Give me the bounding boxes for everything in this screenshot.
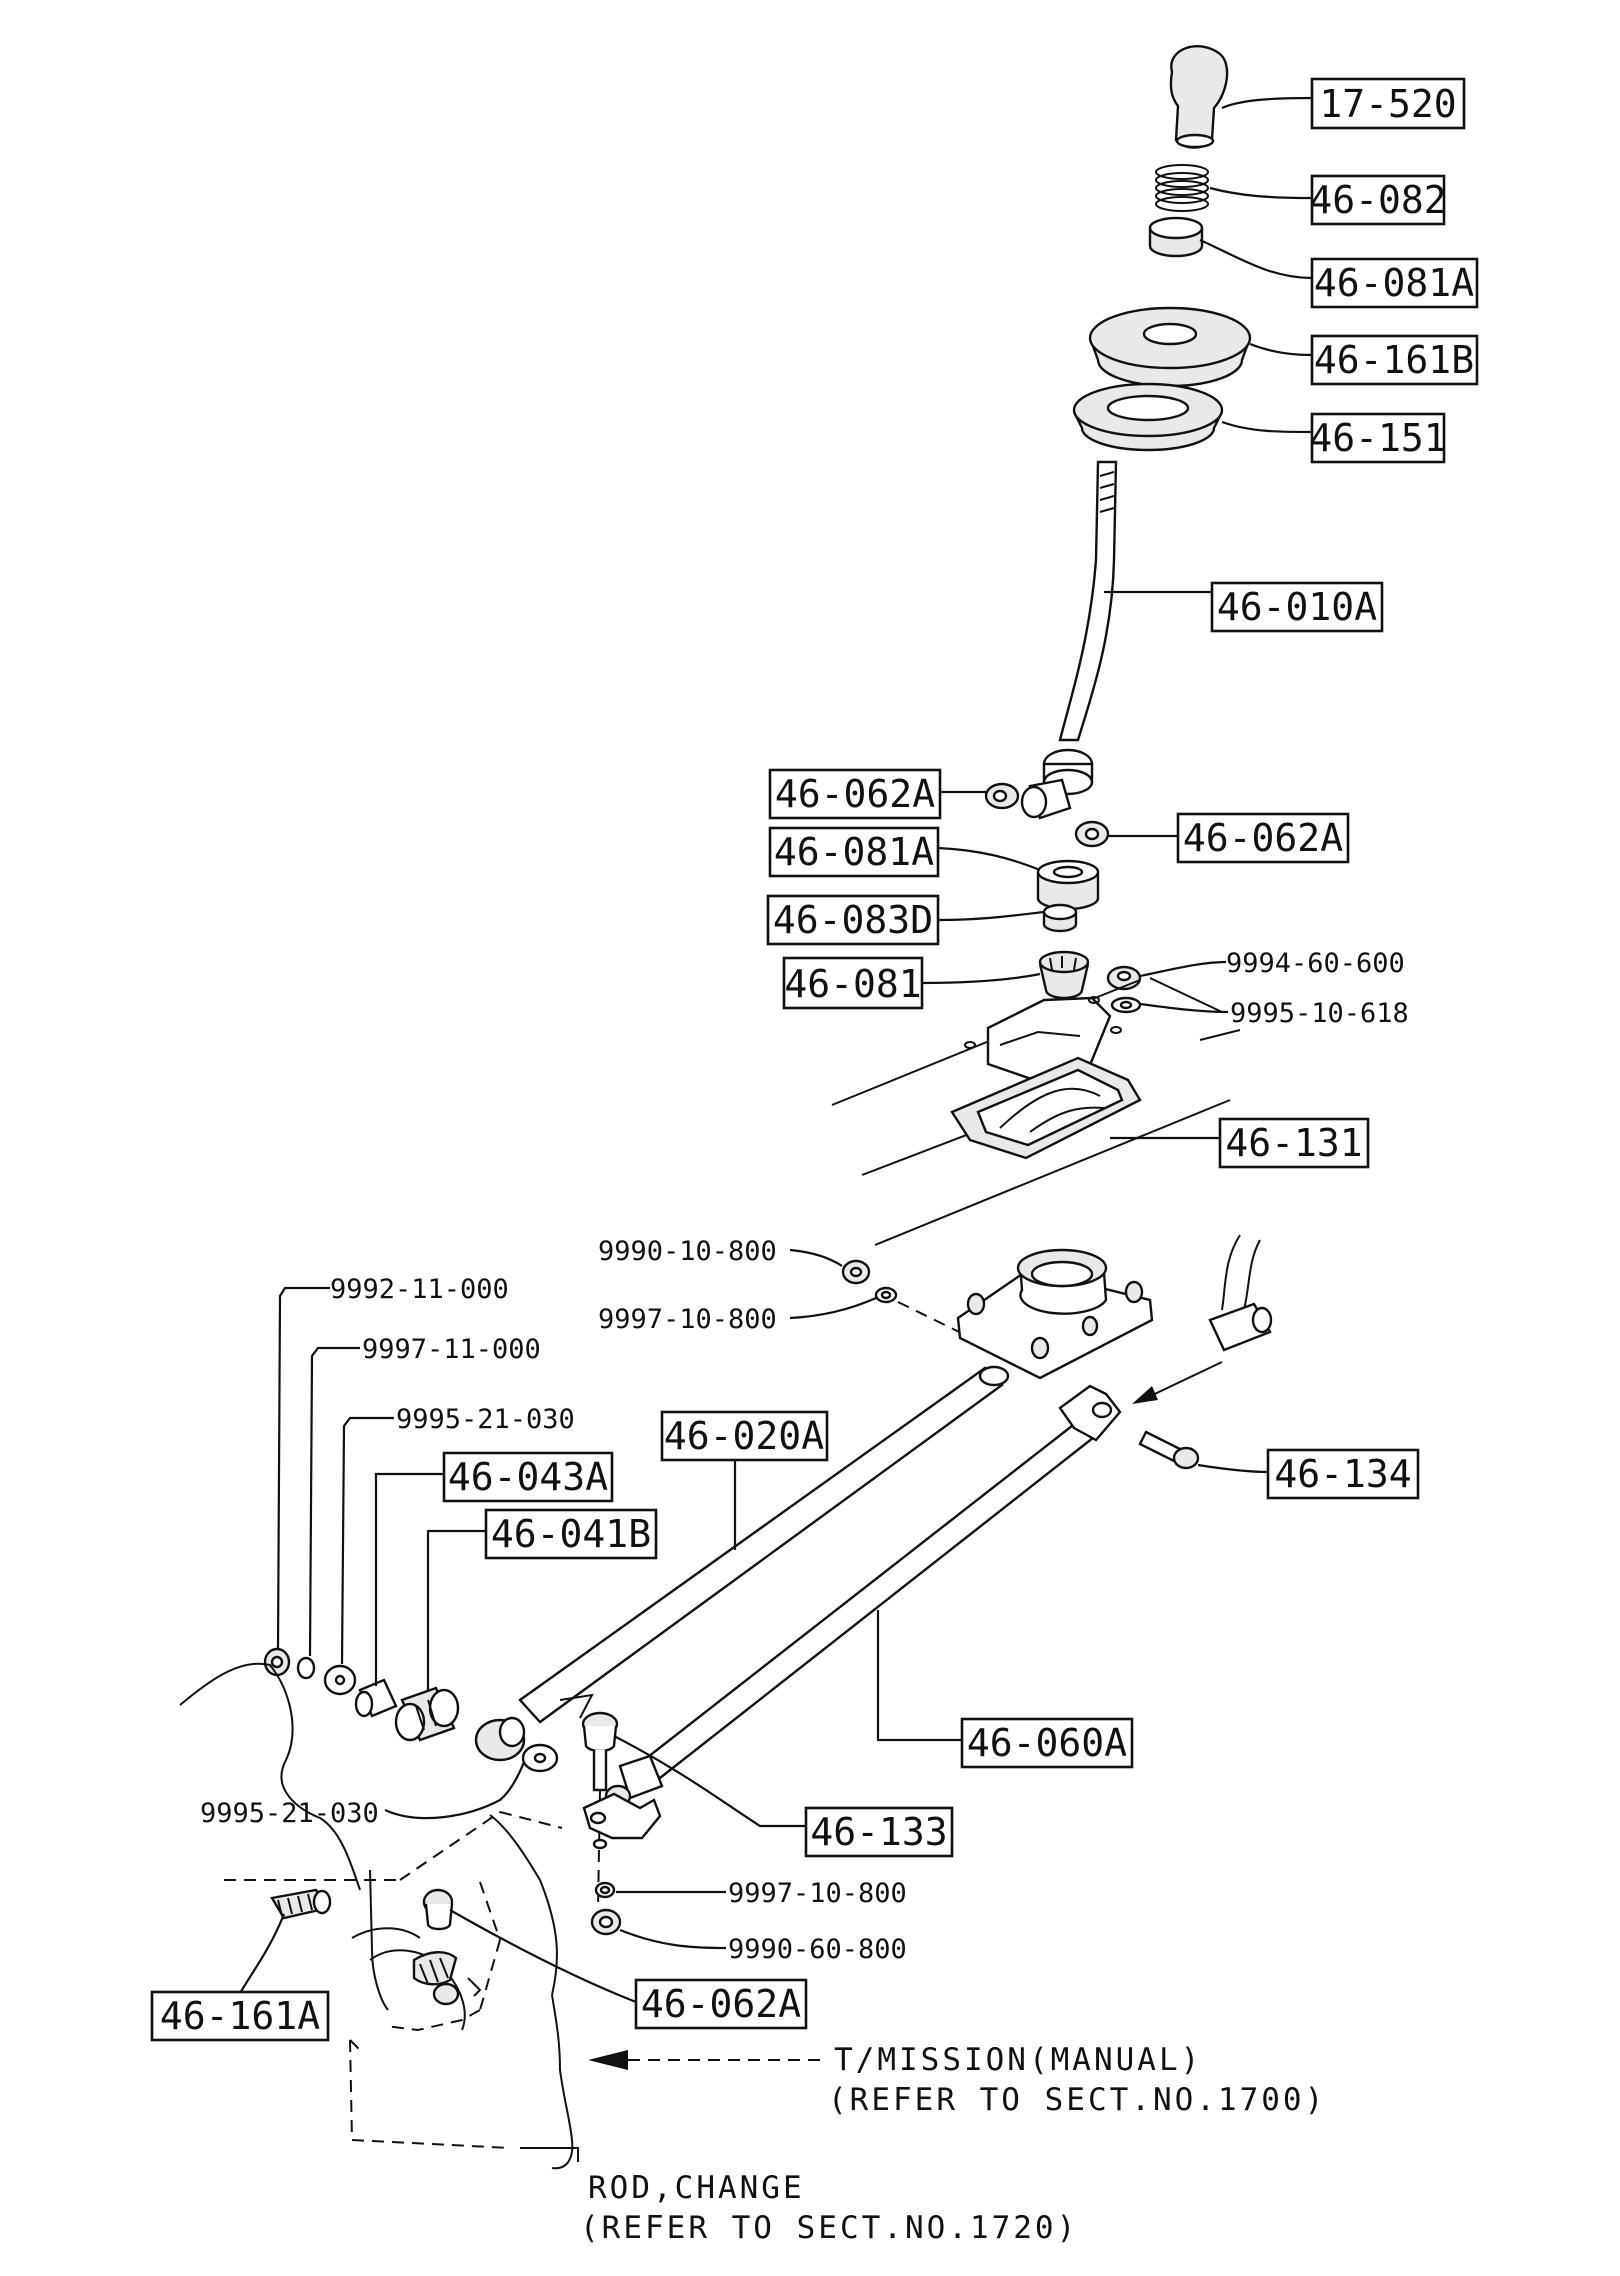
change-rod-parts xyxy=(270,1888,511,2149)
callout-46-041B: 46-041B xyxy=(426,1508,658,1690)
boot-seal-plate xyxy=(950,1056,1142,1160)
label-9990-60-800: 9990-60-800 xyxy=(619,1928,907,1965)
label-9990-10-800: 9990-10-800 xyxy=(598,1236,843,1267)
callout-46-081: 46-081 xyxy=(782,956,1041,1010)
callout-46-062A-lower: 46-062A xyxy=(449,1909,808,2030)
nut-9990-lower xyxy=(590,1908,622,1936)
svg-text:T/MISSION(MANUAL): T/MISSION(MANUAL) xyxy=(834,2042,1202,2078)
svg-text:46-083D: 46-083D xyxy=(773,898,933,942)
washer-9997 xyxy=(874,1286,898,1304)
svg-text:9995-21-030: 9995-21-030 xyxy=(396,1404,575,1435)
sleeve-46-043A xyxy=(354,1678,398,1718)
svg-text:46-161B: 46-161B xyxy=(1314,338,1474,382)
callout-46-020A: 46-020A xyxy=(660,1410,829,1550)
label-9997-10-800-lower: 9997-10-800 xyxy=(616,1878,907,1909)
svg-text:46-081: 46-081 xyxy=(784,962,921,1006)
svg-text:(REFER TO SECT.NO.1720): (REFER TO SECT.NO.1720) xyxy=(580,2210,1078,2246)
svg-text:9997-11-000: 9997-11-000 xyxy=(362,1334,541,1365)
callout-46-161A: 46-161A xyxy=(150,1913,330,2042)
callout-46-083D: 46-083D xyxy=(766,894,1045,946)
callout-46-161B: 46-161B xyxy=(1249,334,1479,386)
label-9995-21-030-lower: 9995-21-030 xyxy=(200,1761,526,1829)
svg-text:17-520: 17-520 xyxy=(1319,82,1456,126)
shift-lever xyxy=(1020,460,1118,820)
svg-text:46-020A: 46-020A xyxy=(664,1414,824,1458)
svg-text:46-082: 46-082 xyxy=(1309,178,1446,222)
svg-text:46-043A: 46-043A xyxy=(448,1455,608,1499)
callout-46-062A-right: 46-062A xyxy=(1108,812,1350,864)
svg-text:9997-10-800: 9997-10-800 xyxy=(728,1878,907,1909)
svg-text:46-060A: 46-060A xyxy=(967,1721,1127,1765)
svg-text:9992-11-000: 9992-11-000 xyxy=(330,1274,509,1305)
svg-text:9994-60-600: 9994-60-600 xyxy=(1226,948,1405,979)
callout-46-134: 46-134 xyxy=(1197,1448,1420,1500)
washer-9995-21 xyxy=(323,1664,357,1696)
label-9995-10-618: 9995-10-618 xyxy=(1139,998,1409,1029)
callout-46-081A-top: 46-081A xyxy=(1199,238,1479,309)
pin-46-134 xyxy=(1138,1430,1200,1470)
svg-text:46-062A: 46-062A xyxy=(641,1982,801,2026)
label-9992-11-000: 9992-11-000 xyxy=(276,1274,509,1649)
svg-text:46-041B: 46-041B xyxy=(491,1512,651,1556)
callout-46-043A: 46-043A xyxy=(374,1451,614,1686)
svg-text:9995-10-618: 9995-10-618 xyxy=(1230,998,1409,1029)
svg-text:9995-21-030: 9995-21-030 xyxy=(200,1798,379,1829)
callout-17-520: 17-520 xyxy=(1221,77,1466,130)
lever-nuts xyxy=(984,782,1110,848)
callout-46-131: 46-131 xyxy=(1110,1117,1370,1169)
rod-46-020A xyxy=(474,1365,1010,1762)
clevis-bracket xyxy=(582,1792,662,1850)
label-9994-60-600: 9994-60-600 xyxy=(1139,948,1405,979)
svg-text:46-133: 46-133 xyxy=(810,1810,947,1854)
callout-46-081A-mid: 46-081A xyxy=(768,826,1041,878)
change-rod-reference-note: ROD,CHANGE (REFER TO SECT.NO.1720) xyxy=(520,2147,1078,2246)
washer-9997-11 xyxy=(296,1656,316,1680)
svg-text:9990-10-800: 9990-10-800 xyxy=(598,1236,777,1267)
svg-text:46-134: 46-134 xyxy=(1274,1452,1411,1496)
seal-ring-part xyxy=(1072,382,1224,452)
svg-text:46-161A: 46-161A xyxy=(160,1994,320,2038)
svg-text:46-062A: 46-062A xyxy=(1183,816,1343,860)
washer-9997-lower xyxy=(594,1881,616,1899)
bushing-46-041B xyxy=(394,1686,460,1742)
washer-9995-21-lower xyxy=(521,1743,559,1773)
svg-text:(REFER TO SECT.NO.1700): (REFER TO SECT.NO.1700) xyxy=(828,2082,1326,2118)
callout-46-082: 46-082 xyxy=(1209,174,1447,226)
label-9997-11-000: 9997-11-000 xyxy=(308,1334,541,1657)
label-9997-10-800: 9997-10-800 xyxy=(598,1296,877,1335)
svg-text:9997-10-800: 9997-10-800 xyxy=(598,1304,777,1335)
callout-46-060A: 46-060A xyxy=(876,1610,1134,1769)
nut-9992 xyxy=(263,1647,291,1677)
callout-46-151: 46-151 xyxy=(1221,412,1447,464)
shift-housing xyxy=(956,1248,1154,1380)
bushing-upper xyxy=(1148,216,1204,258)
small-bushing xyxy=(1042,903,1078,933)
nut-9990 xyxy=(841,1259,871,1285)
nut-washer-right xyxy=(1106,965,1142,1014)
rod-46-060A xyxy=(604,1384,1122,1808)
svg-text:46-010A: 46-010A xyxy=(1217,585,1377,629)
transmission-reference-note: T/MISSION(MANUAL) (REFER TO SECT.NO.1700… xyxy=(588,2042,1326,2118)
remote-rod xyxy=(1208,1234,1273,1352)
boot-part xyxy=(1088,306,1252,388)
spring-part xyxy=(1155,164,1209,212)
svg-text:46-151: 46-151 xyxy=(1309,416,1446,460)
callout-46-062A-left: 46-062A xyxy=(768,768,988,820)
svg-text:46-081A: 46-081A xyxy=(1314,261,1474,305)
shift-knob xyxy=(1169,45,1229,149)
svg-text:46-081A: 46-081A xyxy=(774,830,934,874)
pivot-seat xyxy=(1038,950,1090,1000)
svg-text:46-131: 46-131 xyxy=(1225,1121,1362,1165)
svg-text:9990-60-800: 9990-60-800 xyxy=(728,1934,907,1965)
svg-text:46-062A: 46-062A xyxy=(775,772,935,816)
svg-text:ROD,CHANGE: ROD,CHANGE xyxy=(588,2170,805,2206)
bushing-lower xyxy=(1036,859,1100,911)
bolt-46-133 xyxy=(581,1711,619,1911)
direction-arrow xyxy=(1132,1361,1223,1404)
label-9995-21-030-upper: 9995-21-030 xyxy=(340,1404,575,1665)
callout-46-133: 46-133 xyxy=(613,1735,954,1858)
callout-46-010A: 46-010A xyxy=(1104,581,1384,633)
